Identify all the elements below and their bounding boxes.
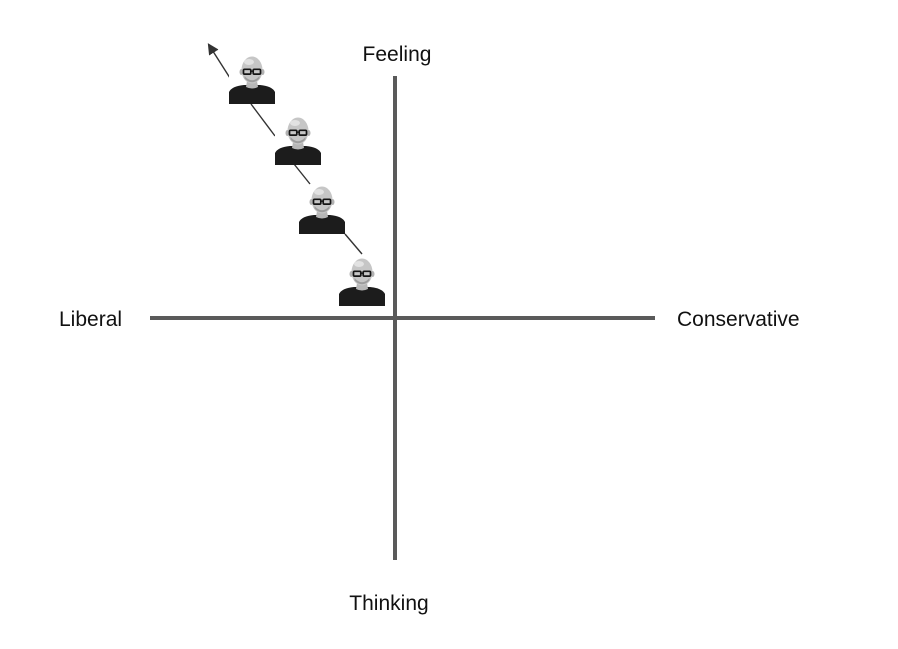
trajectory-segment [344, 233, 363, 255]
axis-label-feeling: Feeling [363, 43, 432, 66]
axis-label-conservative: Conservative [677, 308, 800, 331]
axis-label-thinking: Thinking [349, 592, 428, 615]
trajectory-segment [293, 163, 311, 185]
person-portrait-icon [274, 116, 322, 166]
axis-label-liberal: Liberal [59, 308, 122, 331]
trajectory-arrow [207, 43, 231, 79]
person-portrait-icon [338, 257, 386, 307]
person-portrait-icon [228, 55, 276, 105]
trajectory-segment [250, 103, 276, 137]
person-portrait-icon [298, 185, 346, 235]
